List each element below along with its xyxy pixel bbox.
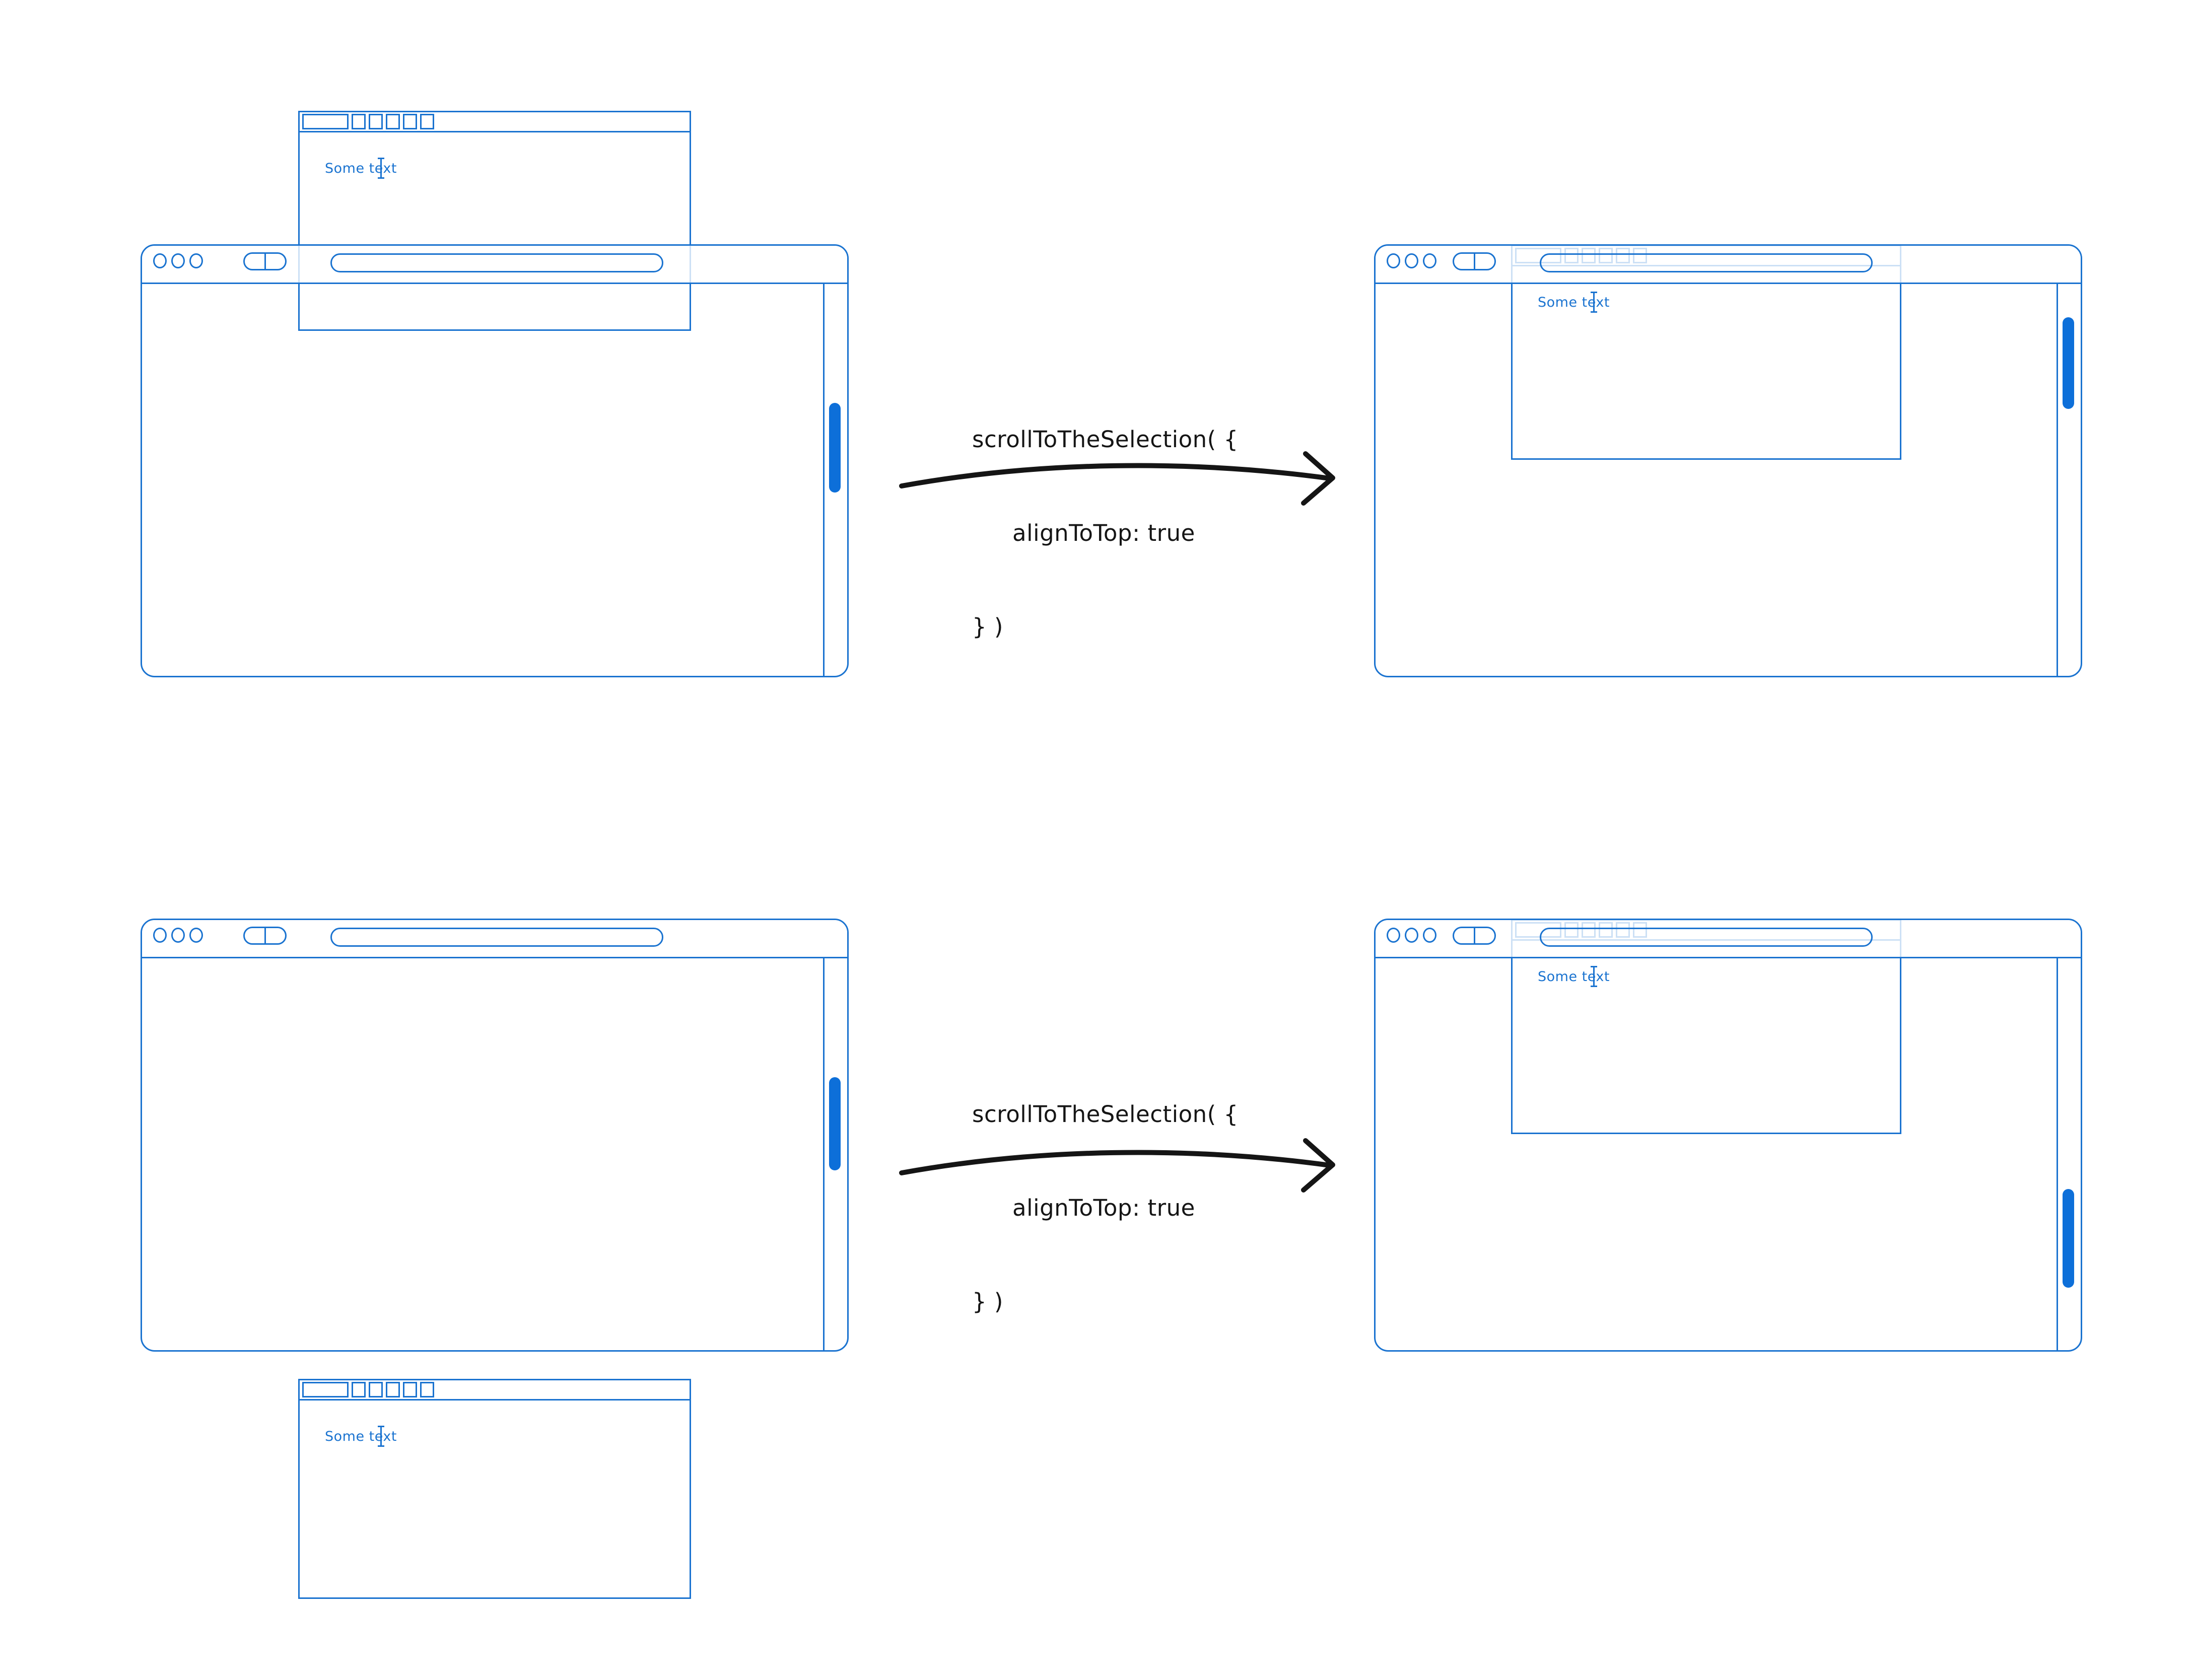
scrollbar-track [823, 958, 825, 1350]
traffic-light-icon[interactable] [153, 253, 167, 268]
traffic-light-icon[interactable] [171, 928, 185, 943]
header-square-icon [386, 1382, 400, 1397]
traffic-light-icon[interactable] [1387, 928, 1400, 943]
scrollbar-thumb[interactable] [2063, 317, 2074, 409]
traffic-lights-icon [153, 928, 203, 943]
address-bar[interactable] [1540, 928, 1873, 947]
traffic-lights-icon [1387, 253, 1436, 268]
header-square-icon [403, 1382, 417, 1397]
traffic-light-icon[interactable] [1423, 253, 1436, 268]
header-square-icon [369, 114, 383, 129]
scrollbar-track [823, 284, 825, 676]
browser-window-bottom-left [141, 919, 849, 1352]
traffic-light-icon[interactable] [189, 253, 203, 268]
arrow-code-label-top: scrollToTheSelection( { alignToTop: true… [972, 362, 1239, 705]
code-line: } ) [972, 1288, 1003, 1315]
address-bar[interactable] [1540, 253, 1873, 272]
traffic-light-icon[interactable] [171, 253, 185, 268]
toolbar-divider [1374, 283, 2082, 284]
text-cursor-icon [378, 1426, 384, 1447]
header-square-icon [352, 1382, 366, 1397]
scrollbar-thumb[interactable] [829, 1077, 841, 1170]
scrollbar-thumb[interactable] [2063, 1189, 2074, 1288]
arrow-code-label-bottom: scrollToTheSelection( { alignToTop: true… [972, 1036, 1239, 1380]
browser-window-top-left [141, 244, 849, 677]
toolbar-divider [141, 283, 849, 284]
code-line: alignToTop: true [1012, 1195, 1195, 1221]
panel-text: Some text [1538, 295, 1610, 310]
header-square-icon [369, 1382, 383, 1397]
scrollbar-thumb[interactable] [829, 403, 841, 493]
code-line: scrollToTheSelection( { [972, 426, 1239, 453]
browser-window-top-right [1374, 244, 2082, 677]
header-square-icon [386, 114, 400, 129]
toolbar-divider [141, 957, 849, 958]
panel-body: Some text [300, 132, 690, 328]
panel-header [300, 112, 690, 132]
header-square-icon [352, 114, 366, 129]
sidebar-toggle-icon[interactable] [243, 927, 287, 945]
panel-header [300, 1380, 690, 1401]
panel-body: Some text [1513, 266, 1900, 457]
arrowhead-icon [1301, 1138, 1335, 1193]
text-cursor-icon [378, 158, 384, 179]
traffic-light-icon[interactable] [1405, 253, 1418, 268]
panel-body: Some text [300, 1401, 690, 1596]
browser-window-bottom-right [1374, 919, 2082, 1352]
sidebar-toggle-icon[interactable] [1453, 252, 1496, 270]
traffic-lights-icon [153, 253, 203, 268]
panel-text: Some text [325, 161, 397, 176]
code-line: } ) [972, 613, 1003, 640]
address-bar[interactable] [330, 928, 663, 947]
panel-text: Some text [1538, 969, 1610, 985]
sidebar-toggle-icon[interactable] [1453, 927, 1496, 945]
traffic-light-icon[interactable] [153, 928, 167, 943]
tab-placeholder-icon [302, 1382, 349, 1397]
traffic-light-icon[interactable] [1387, 253, 1400, 268]
panel-text: Some text [325, 1429, 397, 1444]
toolbar-band [142, 920, 847, 957]
header-square-icon [403, 114, 417, 129]
traffic-lights-icon [1387, 928, 1436, 943]
scroll-panel-bottom-left: Some text [298, 1379, 691, 1599]
panel-body: Some text [1513, 941, 1900, 1131]
scrollbar-track [2057, 284, 2058, 676]
header-square-icon [420, 114, 434, 129]
traffic-light-icon[interactable] [1423, 928, 1436, 943]
text-cursor-icon [1591, 966, 1597, 987]
scrollbar-track [2057, 958, 2058, 1350]
scroll-panel-top-left: Some text [298, 111, 691, 331]
toolbar-divider [1374, 957, 2082, 958]
header-square-icon [420, 1382, 434, 1397]
text-cursor-icon [1591, 292, 1597, 313]
code-line: alignToTop: true [1012, 520, 1195, 546]
code-line: scrollToTheSelection( { [972, 1101, 1239, 1128]
address-bar[interactable] [330, 253, 663, 272]
arrowhead-icon [1301, 451, 1335, 506]
sidebar-toggle-icon[interactable] [243, 252, 287, 270]
traffic-light-icon[interactable] [1405, 928, 1418, 943]
traffic-light-icon[interactable] [189, 928, 203, 943]
toolbar-band [142, 246, 847, 283]
tab-placeholder-icon [302, 114, 349, 129]
